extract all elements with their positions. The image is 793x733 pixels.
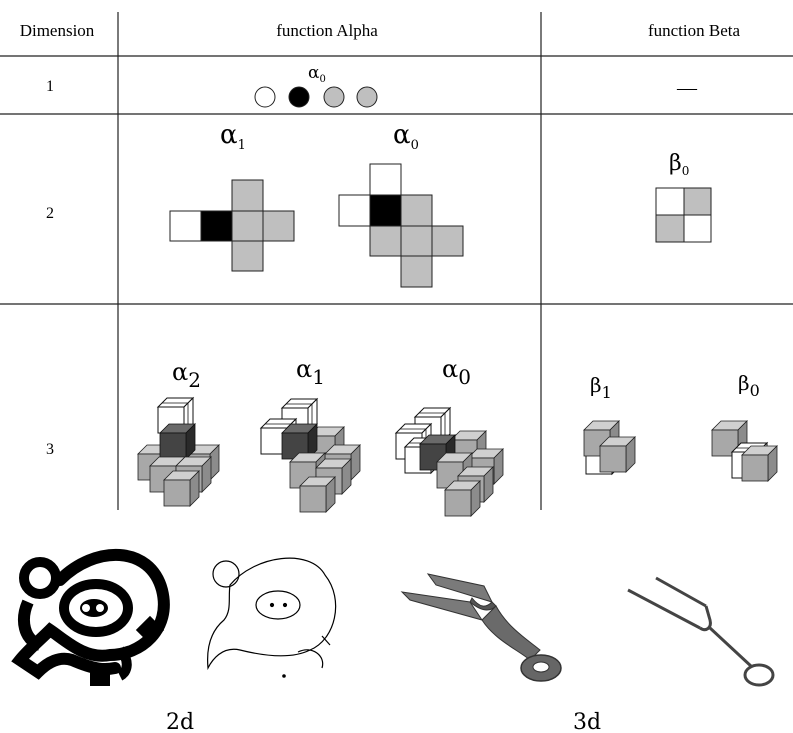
row2-alpha-label-2: α0 [393, 120, 419, 153]
black-circle [288, 86, 310, 108]
subscript: 0 [411, 138, 419, 153]
subscript: 0 [458, 365, 471, 389]
row2-alpha-label-1: α1 [220, 120, 246, 153]
greek-symbol: β [738, 371, 750, 395]
subscript: 1 [602, 383, 612, 402]
subscript: 1 [312, 365, 325, 389]
subscript: 0 [682, 164, 690, 178]
greek-symbol: α [393, 120, 411, 150]
row2-beta-label: β0 [669, 151, 689, 178]
shape-3d-fork-skeleton [627, 576, 775, 687]
row-label-dimension-1: 1 [46, 78, 54, 95]
row3-alpha-label-3: α0 [442, 355, 471, 389]
white-circle [254, 86, 276, 108]
row1-alpha-circles [254, 86, 378, 108]
greek-symbol: β [669, 151, 682, 176]
greek-symbol: α [296, 355, 312, 383]
shape-2d-contour [207, 557, 337, 678]
subscript: 2 [188, 368, 201, 392]
row2-alpha0-pattern [338, 163, 464, 288]
header-function-alpha: function Alpha [276, 21, 378, 40]
row1-alpha-sub: 0 [319, 74, 325, 85]
header-dimension: Dimension [20, 21, 95, 40]
row3-alpha0-cubes [395, 407, 504, 517]
row-label-dimension-3: 3 [46, 441, 54, 458]
row2-alpha1-pattern [169, 179, 295, 272]
greek-symbol: α [220, 120, 238, 150]
row2-beta0-pattern [655, 187, 712, 243]
row3-beta-label-2: β0 [738, 371, 760, 400]
row3-beta1-cubes [583, 420, 636, 475]
gray-circle [323, 86, 345, 108]
row-label-dimension-2: 2 [46, 205, 54, 222]
shape-3d-fork-solid [400, 573, 562, 682]
gray-circle [356, 86, 378, 108]
row1-alpha-label: α0 [308, 63, 326, 85]
row3-alpha1-cubes [260, 398, 361, 513]
row1-alpha-greek: α [308, 63, 320, 83]
shape-2d-filled [11, 548, 170, 686]
row1-beta-dash: — [676, 77, 698, 99]
greek-symbol: α [172, 358, 188, 386]
subscript: 1 [238, 138, 246, 153]
header-function-beta: function Beta [648, 21, 741, 40]
row3-alpha-label-1: α2 [172, 358, 201, 392]
row3-beta-label-1: β1 [590, 373, 612, 402]
row3-beta0-cubes [711, 420, 778, 482]
greek-symbol: α [442, 355, 458, 383]
caption-2d: 2d [166, 710, 194, 733]
row3-alpha2-cubes [137, 397, 220, 507]
subscript: 0 [750, 381, 760, 400]
table-grid [0, 12, 793, 510]
caption-3d: 3d [573, 710, 601, 733]
greek-symbol: β [590, 373, 602, 397]
row3-alpha-label-2: α1 [296, 355, 325, 389]
